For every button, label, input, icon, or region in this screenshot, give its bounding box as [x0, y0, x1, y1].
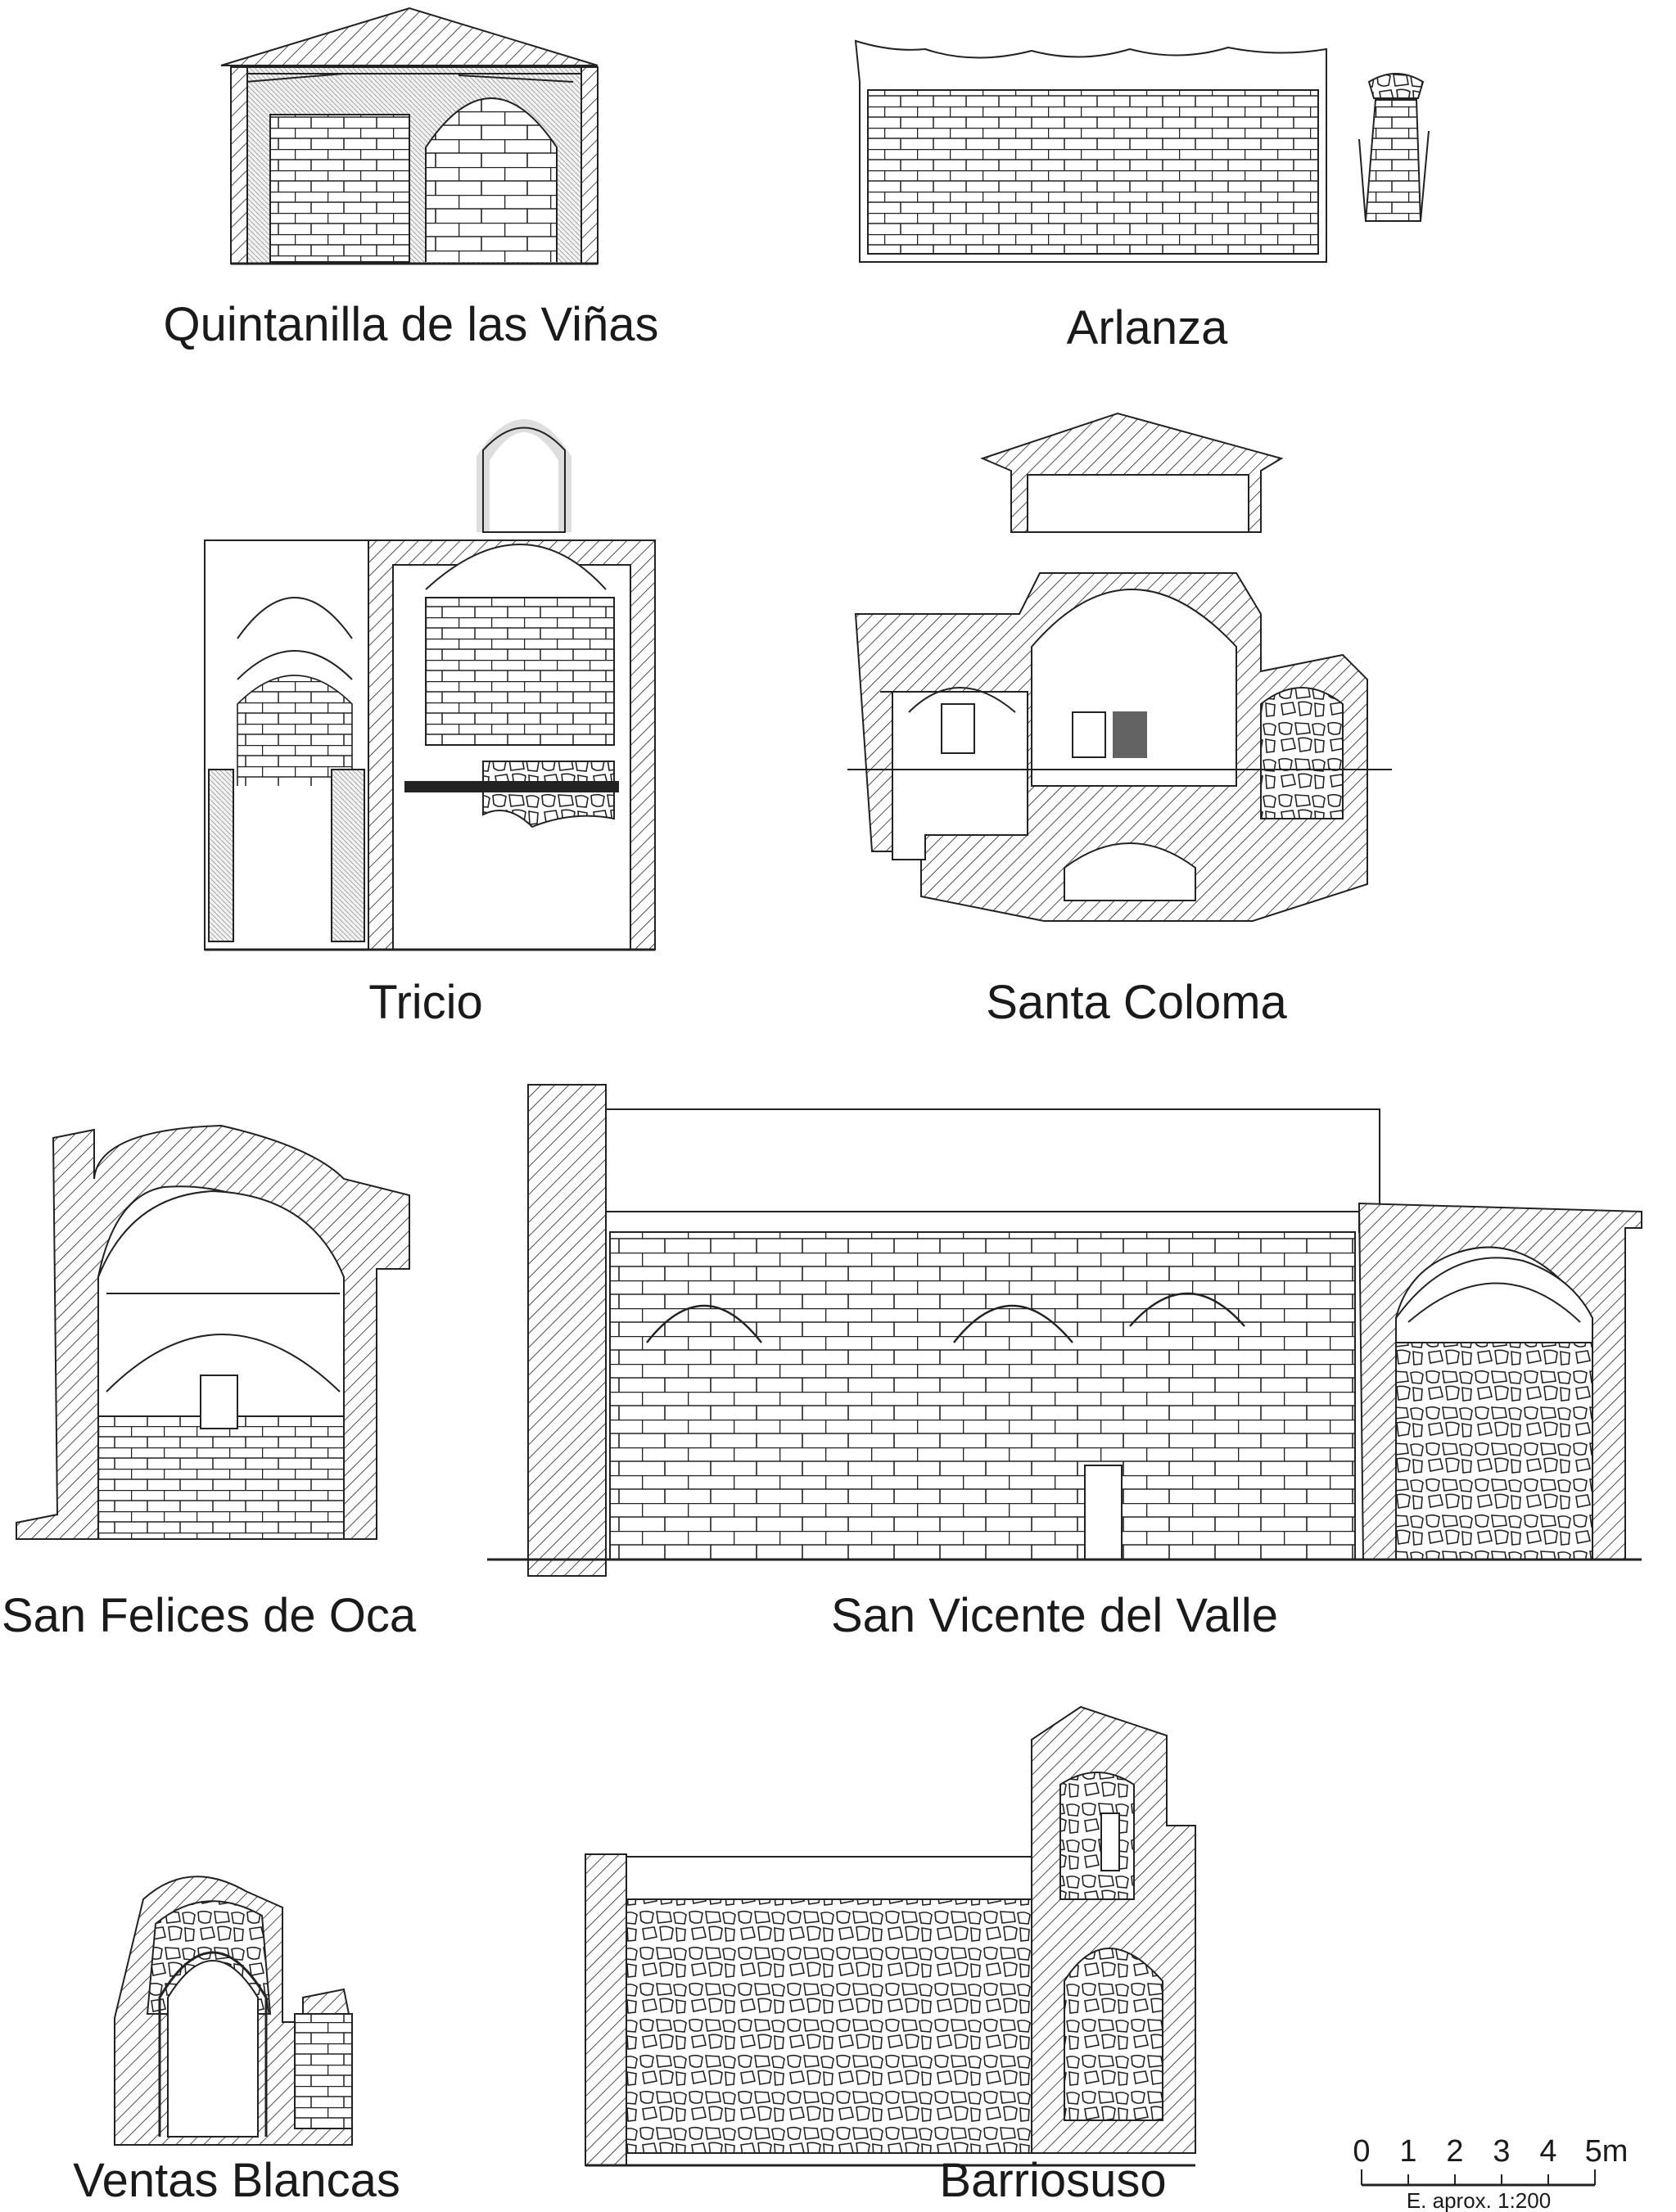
drawing-tricio — [204, 419, 656, 951]
caption-tricio: Tricio — [368, 976, 483, 1029]
caption-san-vicente: San Vicente del Valle — [830, 1589, 1279, 1642]
drawing-arlanza — [854, 39, 1430, 263]
caption-arlanza: Arlanza — [1066, 301, 1228, 354]
scale-tick-label: 2 — [1446, 2134, 1463, 2169]
drawing-barriosuso — [585, 1705, 1196, 2167]
caption-santa-coloma: Santa Coloma — [986, 976, 1287, 1029]
drawing-santa-coloma — [847, 412, 1392, 922]
caption-barriosuso: Barriosuso — [939, 2154, 1167, 2207]
scale-tick-label: 3 — [1493, 2134, 1510, 2169]
caption-san-felices: San Felices de Oca — [1, 1589, 417, 1642]
drawing-san-vicente — [487, 1084, 1642, 1577]
scale-tick-label: 5m — [1585, 2134, 1629, 2169]
scale-tick-label: 4 — [1539, 2134, 1556, 2169]
drawing-san-felices — [16, 1124, 410, 1540]
scale-tick-label: 0 — [1353, 2134, 1370, 2169]
scale-tick-label: 1 — [1399, 2134, 1416, 2169]
scale-note: E. aprox. 1:200 — [1407, 2188, 1551, 2212]
caption-ventas-blancas: Ventas Blancas — [73, 2154, 400, 2207]
drawing-ventas-blancas — [114, 1876, 353, 2146]
caption-quintanilla: Quintanilla de las Viñas — [163, 298, 659, 351]
scale-bar: 0 1 2 3 4 5m E. aprox. 1:200 — [1353, 2134, 1628, 2212]
drawing-quintanilla — [220, 7, 599, 265]
